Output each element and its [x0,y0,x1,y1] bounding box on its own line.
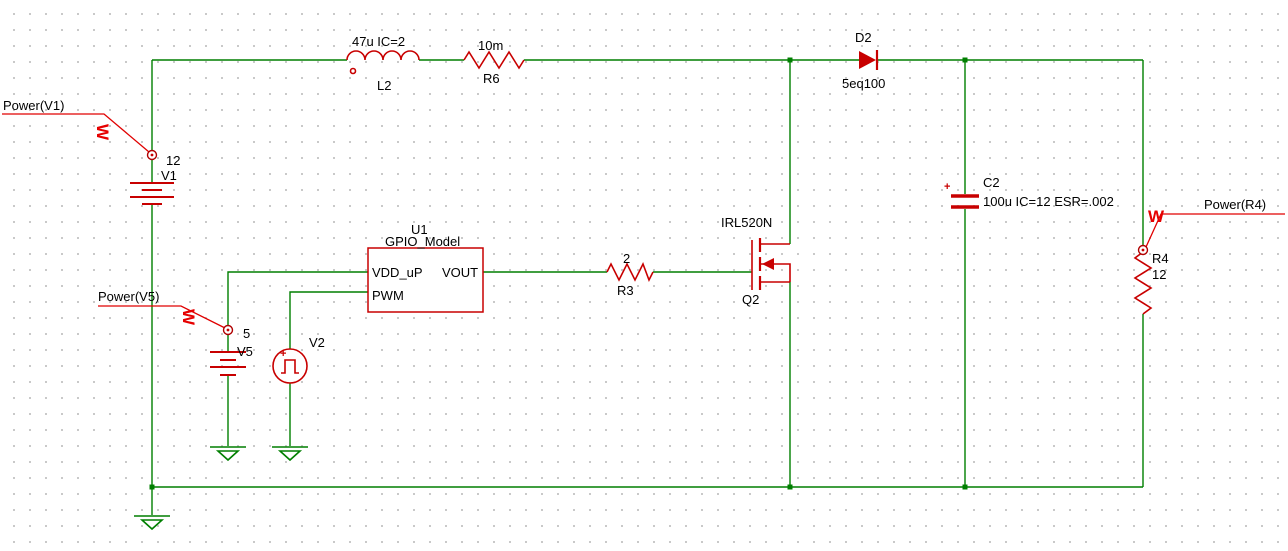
label-q2-ref[interactable]: Q2 [742,292,759,307]
junction-dot [787,484,793,490]
source-circle[interactable] [272,348,308,384]
ground-triangle[interactable] [215,450,241,462]
ground-triangle[interactable] [139,519,165,531]
component-l2-inductor[interactable] [346,50,420,75]
component-r6-resistor[interactable] [463,50,525,70]
probe-node-dot [1141,248,1145,252]
label-r3-ref[interactable]: R3 [617,283,634,298]
inductor-coil[interactable] [346,50,420,61]
label-r6-ref[interactable]: R6 [483,71,500,86]
mosfet-body-lead[interactable] [760,263,791,282]
pulse-waveform-icon[interactable] [281,359,299,374]
label-l2-ref[interactable]: L2 [377,78,391,93]
labels[interactable]: Power(V1) 12 V1 47u IC=2 L2 10m R6 D2 5e… [3,30,1266,359]
probe-r4[interactable]: W [1137,207,1286,256]
pin-label-pwm: PWM [372,288,404,303]
inductor-phase-dot[interactable] [349,67,357,75]
probe-node-dot [150,153,154,157]
label-d2-value[interactable]: 5eq100 [842,76,885,91]
power-probe-w-icon[interactable]: W [1148,207,1165,226]
label-d2-ref[interactable]: D2 [855,30,872,45]
junction-dot [962,57,968,63]
ic-body[interactable] [367,247,484,313]
pin-label-vout: VOUT [442,265,478,280]
mosfet-body-arrow[interactable] [762,258,774,270]
label-power-v5[interactable]: Power(V5) [98,289,159,304]
component-u1-ic[interactable]: VDD_uP VOUT PWM [367,247,484,313]
label-q2-model[interactable]: IRL520N [721,215,772,230]
junction-dot [149,484,155,490]
component-v2-pulse-source[interactable]: + [272,348,308,384]
label-r4-ref[interactable]: R4 [1152,251,1169,266]
resistor-zigzag[interactable] [606,262,654,282]
junction-dot [962,484,968,490]
label-c2-ref[interactable]: C2 [983,175,1000,190]
component-q2-mosfet[interactable] [751,238,791,290]
resistor-zigzag[interactable] [1133,251,1153,315]
ground-symbol-v2[interactable] [272,446,308,462]
component-v1-battery[interactable] [130,182,174,205]
component-c2-capacitor[interactable]: + [944,181,979,209]
junction-dot [787,57,793,63]
wire-v2-to-pwm[interactable] [289,291,368,349]
ground-symbol-main[interactable] [134,515,170,531]
resistor-zigzag[interactable] [463,50,525,70]
label-v1-value[interactable]: 12 [166,153,180,168]
label-r3-value[interactable]: 2 [623,251,630,266]
ground-symbol-v5[interactable] [210,446,246,462]
label-u1-model[interactable]: GPIO_Model [385,234,460,249]
probe-leader-line[interactable] [2,113,150,153]
c2-plus-sign: + [944,181,950,193]
label-v5-value[interactable]: 5 [243,326,250,341]
power-probe-w-icon[interactable]: W [93,124,112,141]
junction-dots [149,57,968,490]
v2-plus-sign: + [280,348,286,360]
label-l2-value[interactable]: 47u IC=2 [352,34,405,49]
power-probe-w-icon[interactable]: W [179,309,198,326]
probe-leader-line[interactable] [1145,213,1285,248]
pin-label-vdd: VDD_uP [372,265,423,280]
probe-v5[interactable]: W [98,305,234,336]
probe-node-dot [226,328,230,332]
component-r4-resistor[interactable] [1133,251,1153,315]
label-v2-ref[interactable]: V2 [309,335,325,350]
label-power-r4[interactable]: Power(R4) [1204,197,1266,212]
label-c2-value[interactable]: 100u IC=12 ESR=.002 [983,194,1114,209]
label-power-v1[interactable]: Power(V1) [3,98,64,113]
probe-leader-line[interactable] [98,305,226,329]
component-v5-battery[interactable] [210,351,246,376]
ground-triangle[interactable] [277,450,303,462]
label-v5-ref[interactable]: V5 [237,344,253,359]
component-r3-resistor[interactable] [606,262,654,282]
label-r6-value[interactable]: 10m [478,38,503,53]
wires[interactable] [151,59,1144,515]
label-u1-ref[interactable]: U1 [411,222,428,237]
component-d2-diode[interactable] [859,50,879,70]
label-v1-ref[interactable]: V1 [161,168,177,183]
probe-v1[interactable]: W [2,113,158,161]
label-r4-value[interactable]: 12 [1152,267,1166,282]
diode-triangle[interactable] [859,51,876,69]
